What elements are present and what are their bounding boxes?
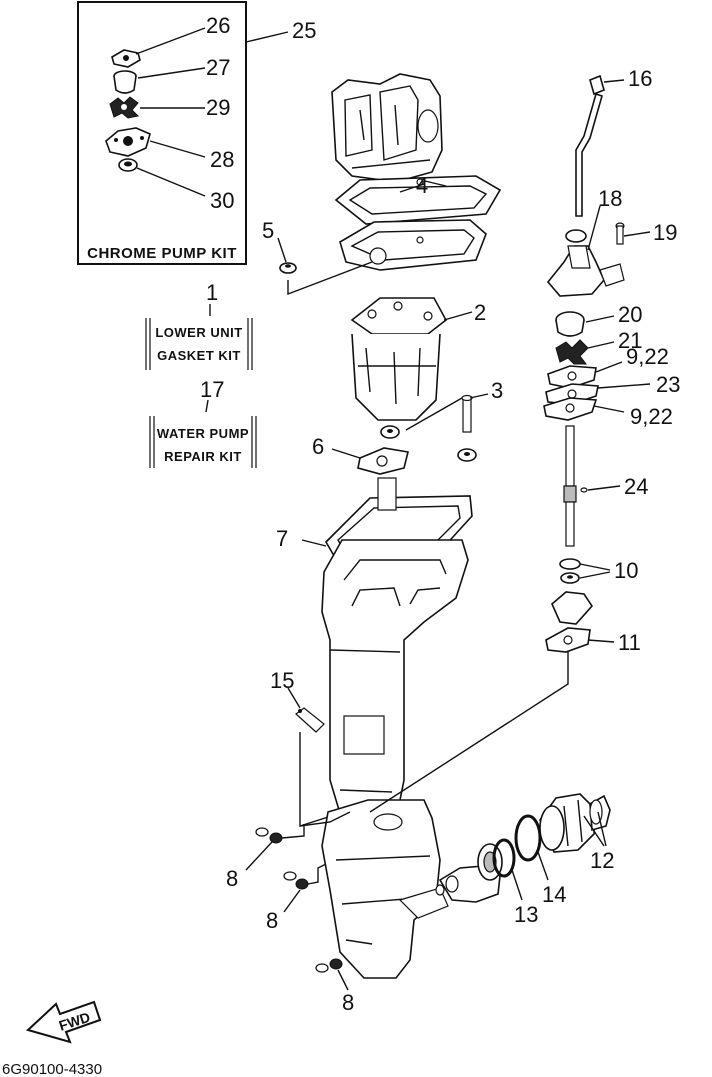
- callout-5: 5: [262, 218, 274, 243]
- callout-7: 7: [276, 526, 288, 551]
- water-pump-repair-kit-line2: REPAIR KIT: [164, 449, 242, 464]
- part-13-bearing-housing: [435, 843, 503, 903]
- part-21-impeller: [555, 339, 589, 365]
- part-20-insert: [555, 311, 585, 337]
- part-5-nut: [279, 262, 297, 274]
- callout-11: 11: [618, 630, 641, 655]
- part-19-bolt: [615, 222, 625, 245]
- part-13-oring: [492, 838, 516, 878]
- callout-24: 24: [624, 474, 648, 499]
- part-24-pin: [580, 487, 588, 493]
- callout-18: 18: [598, 186, 622, 211]
- chrome-pump-kit-box: CHROME PUMP KIT: [77, 1, 247, 265]
- part-18-pump-housing: [546, 229, 625, 297]
- callout-26: 26: [206, 13, 230, 38]
- lower-unit-gasket-kit-box: 1 LOWER UNIT GASKET KIT: [145, 280, 253, 370]
- callout-14: 14: [542, 882, 566, 907]
- callout-20: 20: [618, 302, 642, 327]
- water-pump-repair-kit-box: 17 WATER PUMP REPAIR KIT: [149, 377, 257, 468]
- part-28-plate: [105, 127, 151, 157]
- callout-9-22-top: 9,22: [626, 344, 669, 369]
- part-8-bolt-a: [255, 827, 283, 844]
- callout-16: 16: [628, 66, 652, 91]
- diagram-code: 6G90100-4330: [2, 1061, 102, 1077]
- part-16-grommet: [589, 74, 605, 96]
- callout-29: 29: [206, 95, 230, 120]
- callout-17: 17: [200, 377, 224, 402]
- callout-8b: 8: [266, 908, 278, 933]
- water-tube: [575, 92, 603, 217]
- exhaust-guide: [339, 219, 487, 271]
- part-8-bolt-c: [315, 958, 343, 973]
- callout-13: 13: [514, 902, 538, 927]
- callout-3: 3: [491, 378, 503, 403]
- part-9-22-gasket-bottom: [543, 397, 598, 421]
- water-pump-repair-kit-line1: WATER PUMP: [157, 426, 249, 441]
- callout-10: 10: [614, 558, 638, 583]
- small-seal-collar: [380, 425, 400, 439]
- part-2-gasket-housing: [350, 297, 448, 421]
- callout-23: 23: [656, 372, 680, 397]
- callout-9-22-bottom: 9,22: [630, 404, 673, 429]
- part-3-stud: [457, 394, 477, 462]
- callout-21: 21: [618, 328, 642, 353]
- part-8-bolt-b: [283, 871, 309, 890]
- callout-6: 6: [312, 434, 324, 459]
- part-6-gasket: [357, 447, 409, 475]
- callout-27: 27: [206, 55, 230, 80]
- fwd-arrow: FWD: [26, 1000, 102, 1044]
- part-27-cup: [113, 70, 137, 94]
- callout-1: 1: [206, 280, 218, 305]
- part-30-seal: [118, 158, 138, 172]
- part-10-washers: [559, 558, 581, 584]
- part-29-impeller: [109, 96, 140, 119]
- callout-28: 28: [210, 147, 234, 172]
- upper-mounting-plate: [334, 175, 502, 225]
- part-9-22-gasket-top: [547, 365, 597, 389]
- lower-unit-gasket-kit-line1: LOWER UNIT: [155, 325, 242, 340]
- chrome-pump-kit-label: CHROME PUMP KIT: [87, 245, 237, 262]
- part-11-pump-base: [545, 591, 594, 653]
- callout-15: 15: [270, 668, 294, 693]
- part-26-plate: [111, 49, 141, 68]
- powerhead-assembly: [331, 73, 443, 183]
- part-14-oring: [514, 814, 542, 862]
- callout-30: 30: [210, 188, 234, 213]
- callout-8a: 8: [226, 866, 238, 891]
- part-12-propeller-shaft-housing: [539, 793, 611, 853]
- gearcase: [321, 799, 449, 979]
- callout-8c: 8: [342, 990, 354, 1015]
- callout-12: 12: [590, 848, 614, 873]
- callout-4: 4: [416, 173, 428, 198]
- drive-shaft: [563, 425, 577, 547]
- callout-19: 19: [653, 220, 677, 245]
- lower-unit-gasket-kit-line2: GASKET KIT: [157, 348, 241, 363]
- callout-25: 25: [292, 18, 316, 43]
- callout-2: 2: [474, 300, 486, 325]
- drive-shaft-housing: [321, 477, 473, 821]
- part-15-stud: [295, 707, 325, 733]
